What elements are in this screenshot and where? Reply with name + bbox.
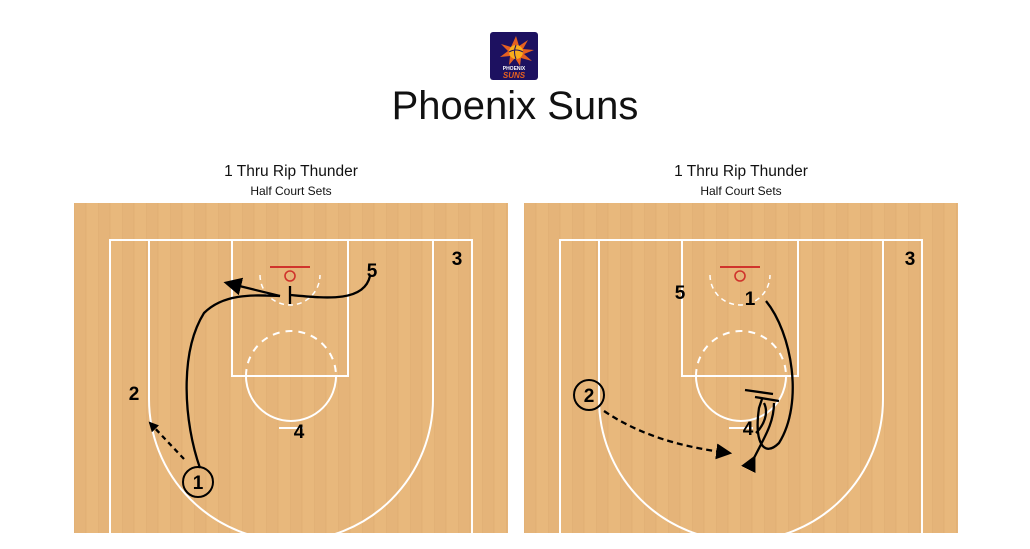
screen-marker-2 — [754, 395, 780, 403]
dribble-path-player-2 — [603, 410, 733, 460]
diagram-title: 1 Thru Rip Thunder — [224, 163, 358, 180]
player-3: 3 — [905, 249, 916, 270]
court-lines — [559, 239, 923, 533]
half-court: 3 5 1 2 4 — [524, 203, 958, 533]
play-actions — [603, 300, 794, 474]
logo-text-line1: PHOENIX — [503, 66, 526, 72]
screen-path-player-5 — [289, 275, 372, 299]
player-2: 2 — [129, 384, 140, 405]
screen-marker — [744, 388, 774, 396]
ball-handler-circle — [573, 379, 605, 411]
cut-arrow-player-1 — [223, 277, 281, 298]
court-lines — [109, 239, 473, 533]
player-4: 4 — [743, 419, 754, 440]
rim — [284, 270, 296, 282]
player-5: 5 — [367, 261, 378, 282]
sun-ball-icon — [500, 36, 534, 66]
player-3: 3 — [452, 249, 463, 270]
player-5: 5 — [675, 283, 686, 304]
diagram-subtitle: Half Court Sets — [250, 184, 332, 198]
logo-text-line2: SUNS — [503, 71, 526, 80]
court-floor — [524, 203, 958, 533]
basket — [720, 266, 760, 282]
player-4: 4 — [294, 422, 305, 443]
screen-curl-player-4 — [755, 402, 768, 434]
cut-path-player-1 — [185, 294, 281, 469]
diagram-subtitle: Half Court Sets — [700, 184, 782, 198]
court-floor — [74, 203, 508, 533]
half-court: 3 5 2 4 1 — [74, 203, 508, 533]
phoenix-suns-logo: PHOENIX SUNS — [490, 32, 538, 80]
player-2: 2 — [584, 386, 595, 407]
player-1: 1 — [193, 473, 204, 494]
screen-path-player-4 — [741, 402, 776, 474]
play-diagram-1: 1 Thru Rip Thunder Half Court Sets — [74, 163, 508, 533]
page-title: Phoenix Suns — [391, 84, 639, 128]
basket — [270, 266, 310, 282]
player-1: 1 — [745, 289, 756, 310]
rim — [734, 270, 746, 282]
diagram-title: 1 Thru Rip Thunder — [674, 163, 808, 180]
ball-handler-circle — [182, 466, 214, 498]
play-diagram-2: 1 Thru Rip Thunder Half Court Sets — [524, 163, 958, 533]
play-actions — [148, 275, 372, 469]
